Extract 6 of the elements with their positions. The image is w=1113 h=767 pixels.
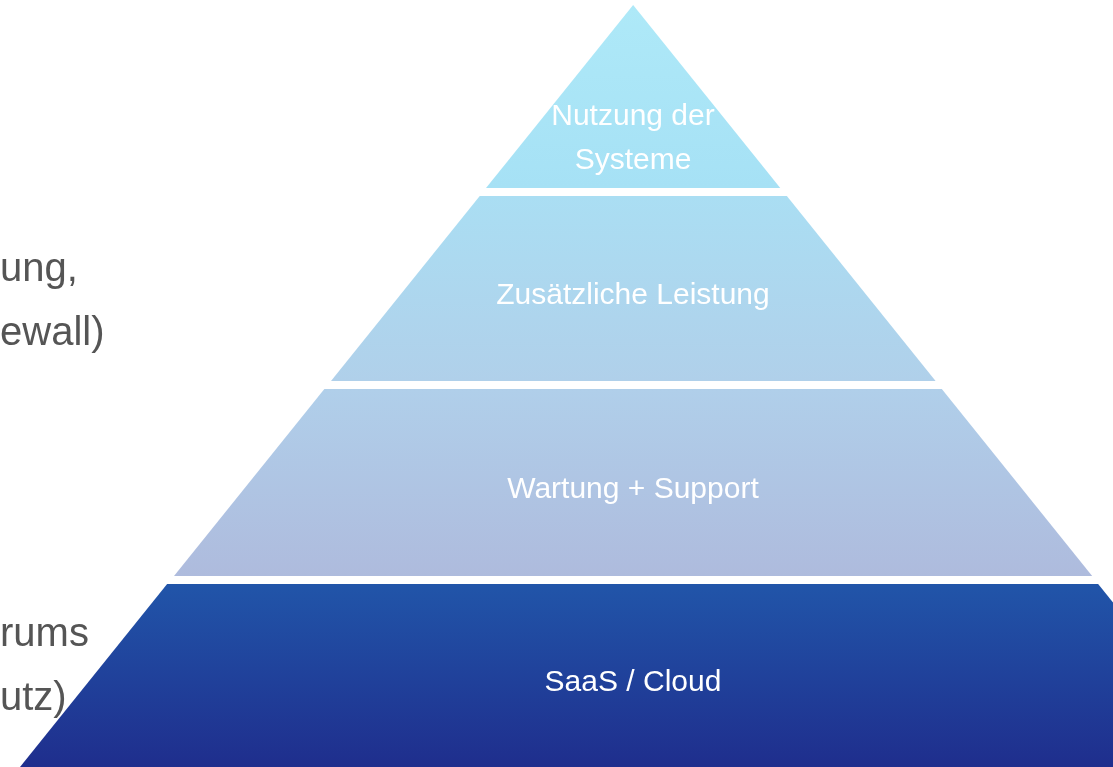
tier-label: Nutzung der Systeme — [551, 98, 715, 175]
tier-label: SaaS / Cloud — [544, 663, 722, 697]
tier-label: Zusätzliche Leistung — [496, 276, 770, 310]
cut-off-text: rums utz) — [0, 609, 90, 720]
tier-label: Wartung + Support — [507, 470, 759, 504]
cut-off-text: ung, ewall) — [0, 244, 106, 355]
